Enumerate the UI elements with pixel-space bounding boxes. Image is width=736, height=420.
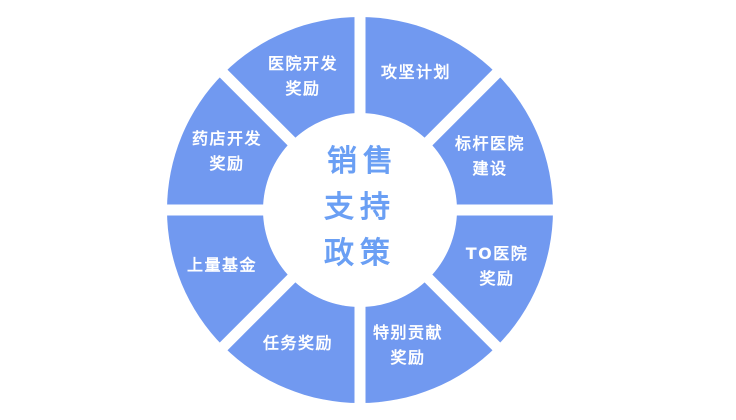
- segment-label-shangliang-jijin: 上量基金: [186, 255, 258, 275]
- segment-label-yiyuan-kaifa-jiangli: 医院开发 奖励: [267, 54, 339, 98]
- segment-label-yaodian-kaifa-jiangli: 药店开发 奖励: [191, 129, 263, 173]
- segment-label-tebie-gongxian-jiangli: 特别贡献 奖励: [372, 323, 444, 367]
- center-title: 销售 支持 政策: [324, 144, 399, 271]
- segment-label-to-yiyuan-jiangli: TO医院 奖励: [465, 244, 529, 288]
- segment-label-renwu-jiangli: 任务奖励: [262, 333, 334, 353]
- center-circle: [263, 113, 457, 307]
- segment-label-gongjian-jihua: 攻坚计划: [380, 62, 452, 82]
- segment-label-biaogan-yiyuan-jianshe: 标杆医院 建设: [454, 134, 526, 178]
